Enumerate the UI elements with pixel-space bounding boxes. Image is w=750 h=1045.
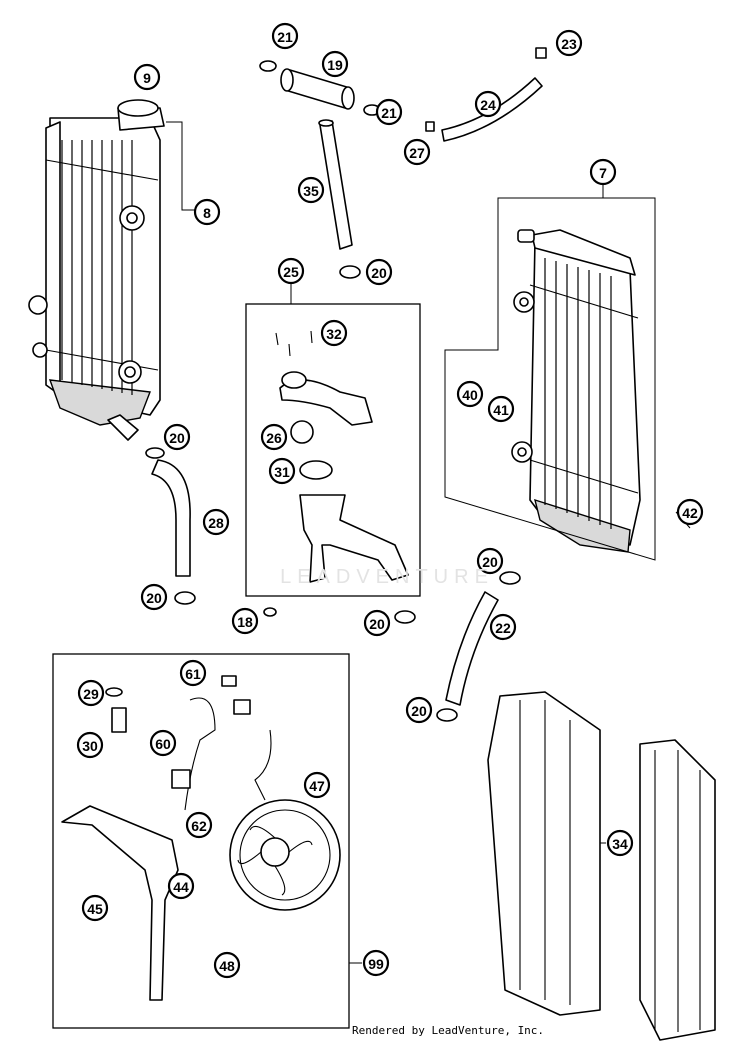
callout-label: 9 xyxy=(143,70,151,86)
callout-label: 45 xyxy=(87,901,103,917)
callout-31: 31 xyxy=(268,457,296,485)
callout-30: 30 xyxy=(76,731,104,759)
watermark: LEADVENTURE xyxy=(280,566,494,588)
callout-48: 48 xyxy=(213,951,241,979)
callout-label: 42 xyxy=(682,505,698,521)
callout-label: 48 xyxy=(219,958,235,974)
callout-47: 47 xyxy=(303,771,331,799)
callout-label: 99 xyxy=(368,956,384,972)
callout-label: 40 xyxy=(462,387,478,403)
callout-label: 20 xyxy=(482,554,498,570)
callout-18: 18 xyxy=(231,607,259,635)
left-radiator xyxy=(28,99,165,441)
callout-35: 35 xyxy=(297,176,325,204)
callout-22: 22 xyxy=(489,613,517,641)
callout-20: 20 xyxy=(163,423,191,451)
callout-44: 44 xyxy=(167,872,195,900)
fan-assembly xyxy=(52,653,350,1029)
callout-42: 42 xyxy=(676,498,704,526)
callout-label: 26 xyxy=(266,430,282,446)
callout-29: 29 xyxy=(77,679,105,707)
callout-62: 62 xyxy=(185,811,213,839)
callout-label: 31 xyxy=(274,464,290,480)
callout-label: 24 xyxy=(480,97,496,113)
thermostat-housing xyxy=(245,303,421,597)
callout-label: 20 xyxy=(146,590,162,606)
callout-24: 24 xyxy=(474,90,502,118)
callout-23: 23 xyxy=(555,29,583,57)
callout-27: 27 xyxy=(403,138,431,166)
callout-label: 20 xyxy=(411,703,427,719)
callout-60: 60 xyxy=(149,729,177,757)
callout-20: 20 xyxy=(405,696,433,724)
callout-20: 20 xyxy=(476,547,504,575)
right-radiator xyxy=(511,229,641,553)
callout-20: 20 xyxy=(365,258,393,286)
callout-label: 22 xyxy=(495,620,511,636)
callout-label: 25 xyxy=(283,264,299,280)
callout-9: 9 xyxy=(133,63,161,91)
callout-label: 29 xyxy=(83,686,99,702)
callout-32: 32 xyxy=(320,319,348,347)
callout-26: 26 xyxy=(260,423,288,451)
callout-label: 28 xyxy=(208,515,224,531)
callout-label: 20 xyxy=(369,616,385,632)
callout-20: 20 xyxy=(363,609,391,637)
callout-label: 20 xyxy=(169,430,185,446)
callout-label: 35 xyxy=(303,183,319,199)
part-callouts: 9 8 21 19 21 23 24 27 35 7 20 25 32 26 31 40 41 42 20 28 20 1… xyxy=(76,22,704,979)
callout-45: 45 xyxy=(81,894,109,922)
callout-label: 44 xyxy=(173,879,189,895)
callout-label: 41 xyxy=(493,402,509,418)
callout-20: 20 xyxy=(140,583,168,611)
callout-41: 41 xyxy=(487,395,515,423)
callout-25: 25 xyxy=(277,257,305,285)
callout-label: 32 xyxy=(326,326,342,342)
callout-label: 62 xyxy=(191,818,207,834)
callout-label: 20 xyxy=(371,265,387,281)
callout-40: 40 xyxy=(456,380,484,408)
callout-99: 99 xyxy=(362,949,390,977)
callout-label: 7 xyxy=(599,165,607,181)
callout-label: 30 xyxy=(82,738,98,754)
callout-label: 34 xyxy=(612,836,628,852)
callout-label: 61 xyxy=(185,666,201,682)
callout-8: 8 xyxy=(193,198,221,226)
callout-label: 23 xyxy=(561,36,577,52)
callout-61: 61 xyxy=(179,659,207,687)
callout-label: 27 xyxy=(409,145,425,161)
hoses xyxy=(145,47,547,722)
callout-label: 19 xyxy=(327,57,343,73)
callout-21: 21 xyxy=(271,22,299,50)
callout-label: 60 xyxy=(155,736,171,752)
callout-label: 21 xyxy=(381,105,397,121)
callout-21: 21 xyxy=(375,98,403,126)
callout-label: 18 xyxy=(237,614,253,630)
radiator-guards xyxy=(487,691,716,1041)
callout-34: 34 xyxy=(606,829,634,857)
credit-text: Rendered by LeadVenture, Inc. xyxy=(352,1024,545,1037)
callout-7: 7 xyxy=(589,158,617,186)
callout-19: 19 xyxy=(321,50,349,78)
callout-label: 8 xyxy=(203,205,211,221)
callout-28: 28 xyxy=(202,508,230,536)
callout-label: 21 xyxy=(277,29,293,45)
callout-label: 47 xyxy=(309,778,325,794)
